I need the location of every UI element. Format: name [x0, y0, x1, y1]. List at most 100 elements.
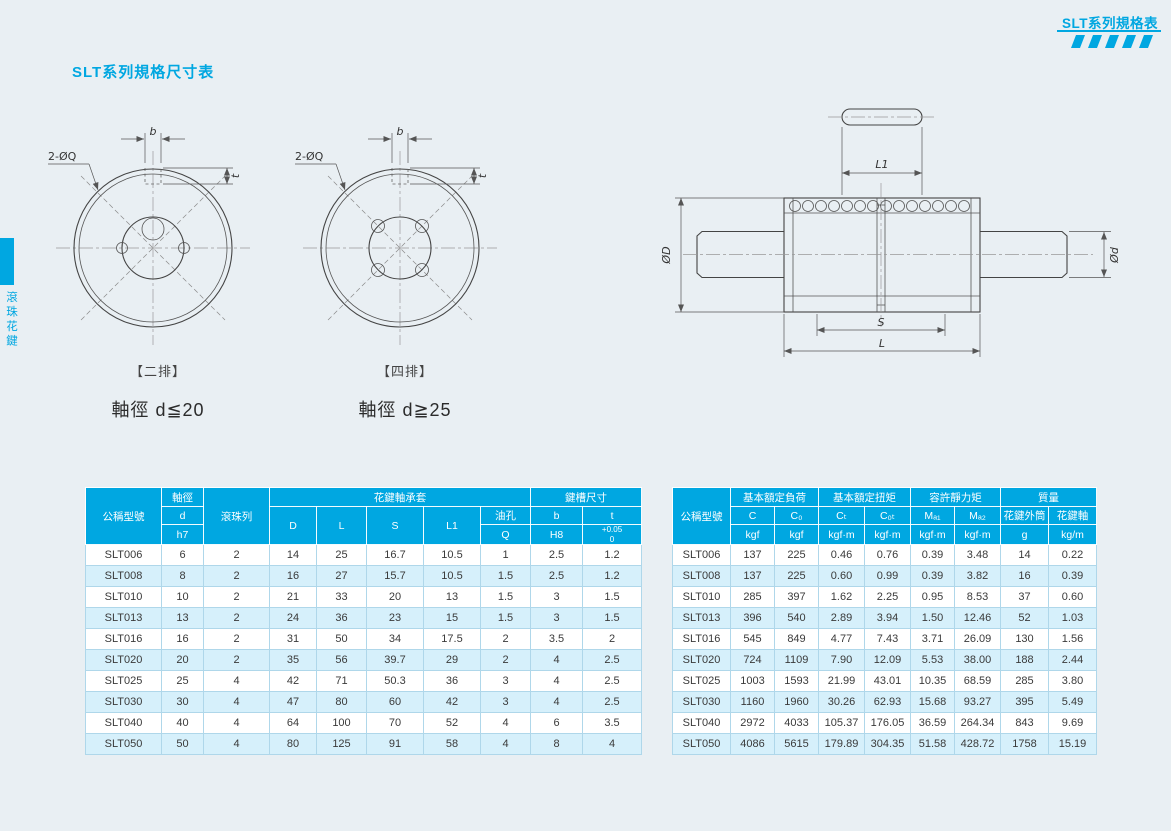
value-cell: 2.25 — [864, 586, 911, 608]
value-cell: 3 — [479, 691, 532, 713]
col-header-S: S — [366, 506, 424, 545]
col-header-t-tolerance: +0.05 0 — [582, 524, 643, 545]
value-cell: 64 — [269, 712, 317, 734]
value-cell: 50 — [316, 628, 367, 650]
cross-section-four-row-drawing: b 2-ØQ t — [295, 125, 497, 345]
unit-cell: kgf — [730, 524, 775, 545]
col-header-t: t — [582, 506, 643, 525]
value-cell: 4.77 — [818, 628, 865, 650]
value-cell: 20 — [366, 586, 424, 608]
value-cell: 396 — [730, 607, 775, 629]
group-header-keyway: 鍵槽尺寸 — [530, 487, 643, 507]
value-cell: 16 — [269, 565, 317, 587]
value-cell: 1003 — [730, 670, 775, 692]
value-cell: 80 — [269, 733, 317, 755]
value-cell: 36 — [423, 670, 481, 692]
value-cell: 30 — [161, 691, 204, 713]
value-cell: 14 — [1000, 544, 1049, 566]
value-cell: 3.5 — [530, 628, 584, 650]
value-cell: 2972 — [730, 712, 775, 734]
col-header-mass-shaft: 花鍵軸 — [1048, 506, 1097, 525]
col-header-d: d — [161, 506, 204, 525]
value-cell: 15.68 — [910, 691, 955, 713]
value-cell: 1.50 — [910, 607, 955, 629]
dim-label-outer-diameter: ØD — [660, 246, 673, 264]
value-cell: 2.5 — [582, 649, 643, 671]
value-cell: 12.09 — [864, 649, 911, 671]
value-cell: 724 — [730, 649, 775, 671]
value-cell: 52 — [1000, 607, 1049, 629]
value-cell: 16 — [161, 628, 204, 650]
side-view-drawing: L1 ØD Ød S L — [660, 108, 1121, 357]
value-cell: 2.5 — [530, 544, 584, 566]
model-cell: SLT040 — [85, 712, 162, 734]
value-cell: 30.26 — [818, 691, 865, 713]
value-cell: 3 — [530, 586, 584, 608]
value-cell: 80 — [316, 691, 367, 713]
value-cell: 179.89 — [818, 733, 865, 755]
dim-label-shaft-diameter: Ød — [1108, 246, 1121, 264]
value-cell: 4 — [479, 733, 532, 755]
group-header-load: 基本額定負荷 — [730, 487, 819, 507]
value-cell: 4 — [203, 670, 270, 692]
value-cell: 42 — [269, 670, 317, 692]
model-cell: SLT006 — [672, 544, 731, 566]
col-header-ball-rows: 滾珠列 — [203, 487, 270, 545]
value-cell: 1.5 — [582, 607, 643, 629]
model-cell: SLT013 — [85, 607, 162, 629]
value-cell: 42 — [423, 691, 481, 713]
value-cell: 70 — [366, 712, 424, 734]
value-cell: 13 — [423, 586, 481, 608]
model-cell: SLT030 — [85, 691, 162, 713]
value-cell: 2 — [203, 565, 270, 587]
dim-label-l1: L1 — [875, 158, 888, 171]
value-cell: 2 — [479, 649, 532, 671]
value-cell: 0.46 — [818, 544, 865, 566]
value-cell: 21.99 — [818, 670, 865, 692]
unit-cell: kgf·m — [864, 524, 911, 545]
value-cell: 15 — [423, 607, 481, 629]
value-cell: 68.59 — [954, 670, 1001, 692]
value-cell: 1 — [479, 544, 532, 566]
value-cell: 38.00 — [954, 649, 1001, 671]
value-cell: 47 — [269, 691, 317, 713]
value-cell: 3 — [479, 670, 532, 692]
label-hole-callout: 2-ØQ — [48, 150, 77, 163]
value-cell: 8.53 — [954, 586, 1001, 608]
value-cell: 25 — [161, 670, 204, 692]
value-cell: 545 — [730, 628, 775, 650]
value-cell: 12.46 — [954, 607, 1001, 629]
cross-section-two-row-drawing: b 2-ØQ t — [48, 125, 250, 345]
model-cell: SLT008 — [672, 565, 731, 587]
value-cell: 36 — [316, 607, 367, 629]
value-cell: 33 — [316, 586, 367, 608]
value-cell: 31 — [269, 628, 317, 650]
dim-label-b: b — [397, 125, 404, 138]
value-cell: 25 — [316, 544, 367, 566]
corner-tab-title: SLT系列規格表 — [1062, 16, 1158, 31]
value-cell: 35 — [269, 649, 317, 671]
value-cell: 428.72 — [954, 733, 1001, 755]
value-cell: 395 — [1000, 691, 1049, 713]
value-cell: 1.56 — [1048, 628, 1097, 650]
unit-cell: kgf·m — [910, 524, 955, 545]
value-cell: 15.19 — [1048, 733, 1097, 755]
value-cell: 2 — [479, 628, 532, 650]
value-cell: 7.90 — [818, 649, 865, 671]
value-cell: 37 — [1000, 586, 1049, 608]
unit-cell: kgf·m — [818, 524, 865, 545]
value-cell: 285 — [730, 586, 775, 608]
value-cell: 20 — [161, 649, 204, 671]
value-cell: 24 — [269, 607, 317, 629]
value-cell: 10.35 — [910, 670, 955, 692]
model-cell: SLT010 — [85, 586, 162, 608]
dim-label-s: S — [878, 316, 885, 329]
